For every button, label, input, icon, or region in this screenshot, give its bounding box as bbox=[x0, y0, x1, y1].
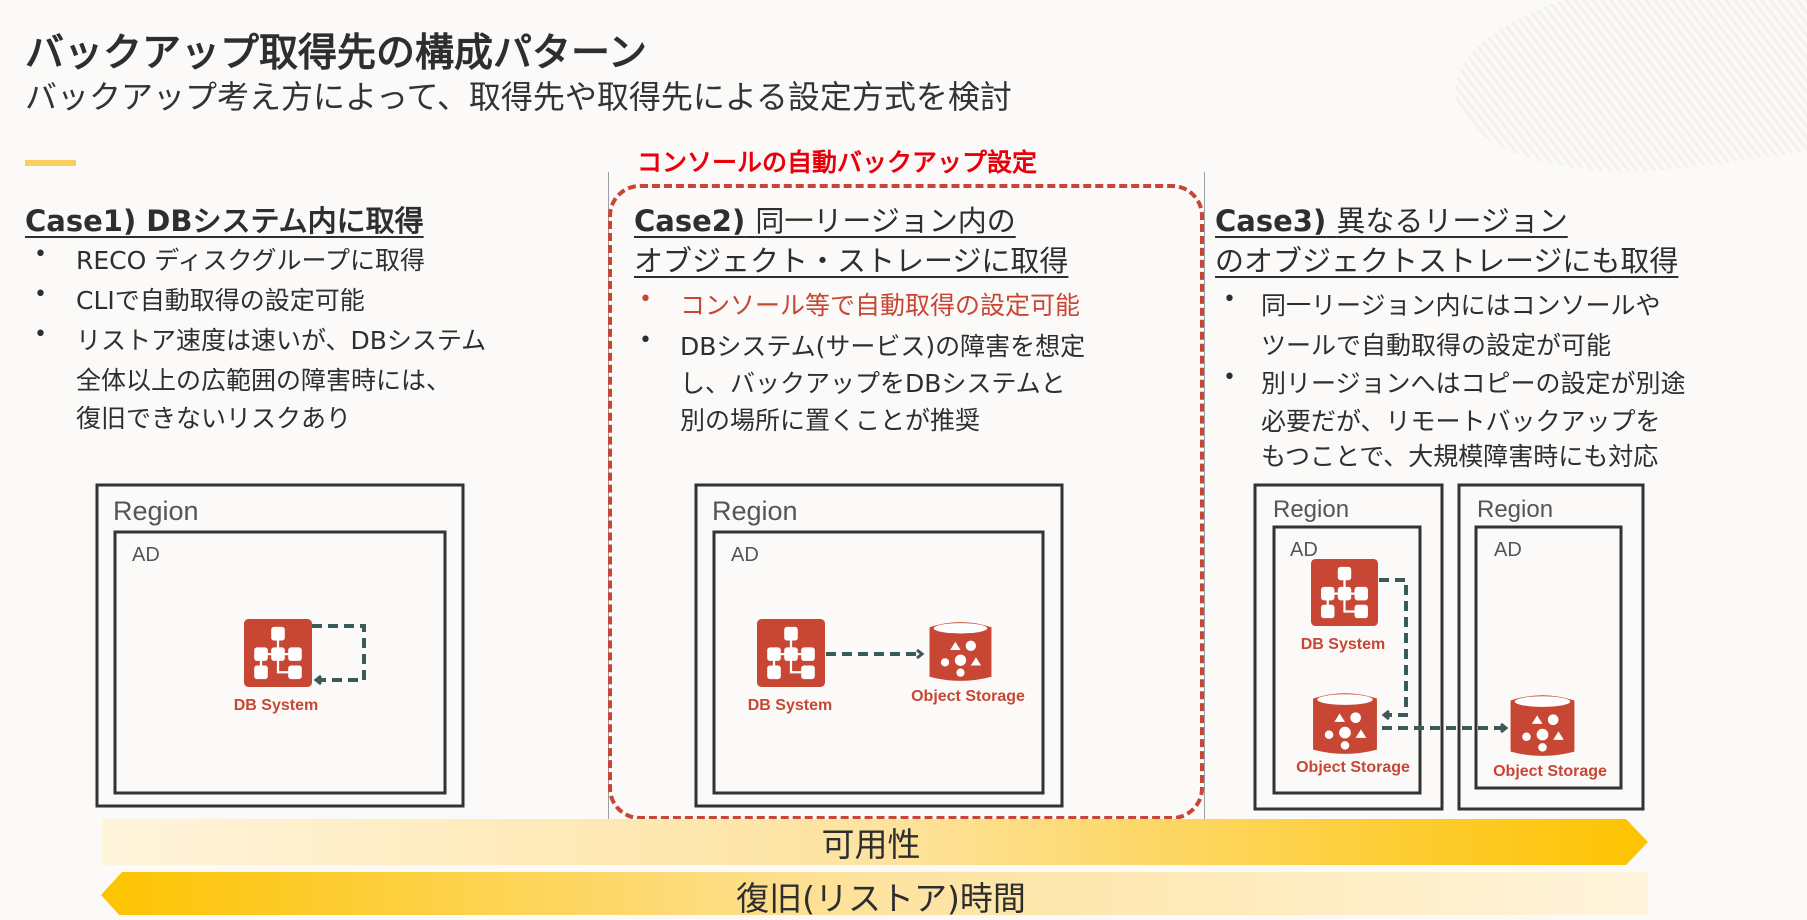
case3-bullet-cont: ツールで自動取得の設定が可能 bbox=[1261, 331, 1612, 360]
bullet-icon: • bbox=[1223, 365, 1236, 390]
case2-bullet-cont: し、バックアップをDBシステムと bbox=[680, 369, 1066, 398]
case2-heading-line2: オブジェクト・ストレージに取得 bbox=[634, 244, 1069, 278]
bullet-icon: • bbox=[639, 287, 652, 312]
object-storage-label: Object Storage bbox=[1296, 759, 1410, 776]
bullet-icon: • bbox=[34, 282, 47, 307]
case2-label: Case2) bbox=[634, 204, 746, 238]
ad-label: AD bbox=[1290, 539, 1318, 561]
case3-bullet-cont: 必要だが、リモートバックアップを bbox=[1261, 407, 1661, 436]
region-label: Region bbox=[113, 496, 199, 526]
bullet-icon: • bbox=[639, 328, 652, 353]
region-box bbox=[694, 483, 1064, 808]
case2-heading-line1: Case2) 同一リージョン内の bbox=[634, 198, 1016, 240]
ad-label: AD bbox=[132, 544, 160, 566]
console-highlight-box bbox=[608, 184, 1204, 820]
ad-label: AD bbox=[731, 544, 759, 566]
ad-label: AD bbox=[1494, 539, 1522, 561]
bullet-icon: • bbox=[34, 322, 47, 347]
page-title: バックアップ取得先の構成パターン bbox=[25, 31, 648, 76]
case2-bullet: DBシステム(サービス)の障害を想定 bbox=[680, 332, 1086, 361]
restore-time-label: 復旧(リストア)時間 bbox=[736, 879, 1026, 918]
region-box bbox=[1457, 483, 1645, 811]
db-system-label: DB System bbox=[234, 697, 318, 714]
region-label: Region bbox=[1477, 496, 1553, 523]
object-storage-icon bbox=[929, 622, 992, 681]
db-system-label: DB System bbox=[1301, 636, 1385, 653]
case3-bullet: 同一リージョン内にはコンソールや bbox=[1261, 291, 1661, 320]
region-label: Region bbox=[712, 496, 798, 526]
case3-label: Case3) bbox=[1215, 204, 1327, 238]
case2-bullet-highlight: コンソール等で自動取得の設定可能 bbox=[680, 291, 1081, 320]
case3-bullet: 別リージョンへはコピーの設定が別途 bbox=[1261, 369, 1686, 398]
case3-heading-line2: のオブジェクトストレージにも取得 bbox=[1215, 244, 1679, 278]
db-system-label: DB System bbox=[748, 697, 832, 714]
ad-box bbox=[712, 530, 1045, 795]
availability-label: 可用性 bbox=[821, 825, 921, 864]
case3-heading-text: 異なるリージョン bbox=[1336, 204, 1568, 238]
restore-time-arrow-bar bbox=[101, 872, 1648, 915]
case3-bullet-cont: もつことで、大規模障害時にも対応 bbox=[1261, 442, 1659, 471]
console-auto-backup-label: コンソールの自動バックアップ設定 bbox=[637, 148, 1038, 177]
case1-bullet: CLIで自動取得の設定可能 bbox=[76, 286, 365, 315]
case2-bullet-cont: 別の場所に置くことが推奨 bbox=[680, 406, 981, 435]
db-system-icon bbox=[244, 619, 312, 687]
object-storage-icon bbox=[1313, 693, 1377, 754]
case1-heading: Case1) DBシステム内に取得 bbox=[25, 204, 424, 238]
region-label: Region bbox=[1273, 496, 1349, 523]
page-subtitle: バックアップ考え方によって、取得先や取得先による設定方式を検討 bbox=[25, 78, 1012, 116]
ad-box bbox=[1272, 525, 1422, 795]
accent-bar bbox=[25, 160, 76, 166]
availability-arrow-bar bbox=[102, 819, 1648, 865]
db-system-icon bbox=[1311, 558, 1378, 627]
region-box bbox=[95, 483, 465, 808]
db-system-icon bbox=[757, 619, 825, 687]
bullet-icon: • bbox=[1223, 287, 1236, 312]
case1-bullet-cont: 復旧できないリスクあり bbox=[76, 404, 352, 433]
case3-heading-line1: Case3) 異なるリージョン bbox=[1215, 198, 1568, 240]
case1-bullet: リストア速度は速いが、DBシステム bbox=[76, 326, 487, 355]
ad-box bbox=[113, 530, 447, 795]
case2-heading-text: 同一リージョン内の bbox=[755, 204, 1016, 238]
bullet-icon: • bbox=[34, 242, 47, 267]
column-divider bbox=[1204, 172, 1205, 820]
region-box bbox=[1253, 483, 1444, 811]
self-backup-arrow bbox=[312, 624, 366, 680]
case1-bullet: RECO ディスクグループに取得 bbox=[76, 246, 425, 275]
object-storage-label: Object Storage bbox=[911, 688, 1025, 705]
case1-bullet-cont: 全体以上の広範囲の障害時には、 bbox=[76, 366, 452, 395]
object-storage-label: Object Storage bbox=[1493, 763, 1607, 780]
ad-box bbox=[1474, 525, 1623, 790]
object-storage-icon bbox=[1510, 695, 1575, 756]
